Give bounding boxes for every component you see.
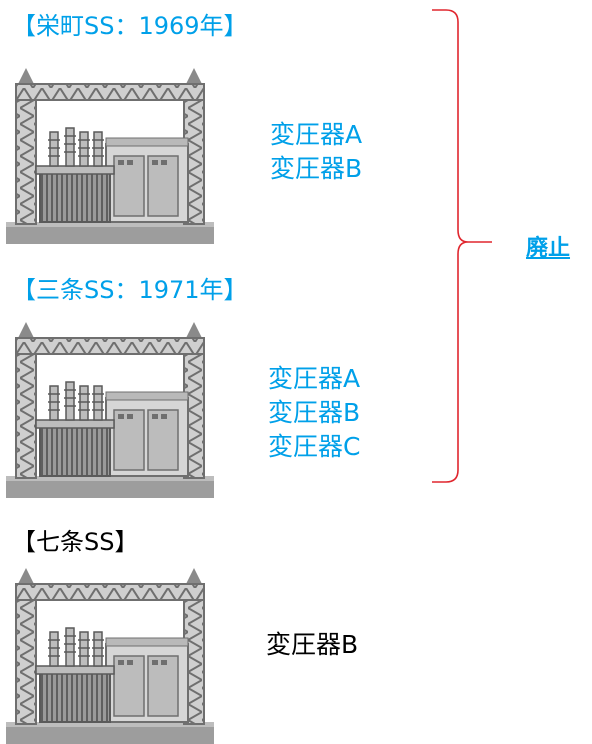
substation-title: 【七条SS】 (12, 528, 139, 556)
transformer-label: 変圧器A (270, 120, 363, 149)
transformer-label: 変圧器C (268, 432, 361, 461)
decision-label: 廃止 (526, 236, 571, 261)
transformer-label: 変圧器B (268, 398, 361, 427)
transformer-label: 変圧器B (266, 630, 359, 659)
transformer-list: 変圧器B (266, 628, 358, 662)
substation-title: 【三条SS：1971年】 (12, 276, 248, 304)
substation-icon (6, 321, 214, 498)
substation-icon (6, 67, 214, 244)
transformer-label: 変圧器B (270, 154, 363, 183)
bracket-shape (432, 9, 492, 483)
transformer-list: 変圧器A 変圧器B (270, 118, 362, 186)
transformer-label: 変圧器A (268, 364, 361, 393)
transformer-list: 変圧器A 変圧器B 変圧器C (268, 362, 360, 464)
substation-title: 【栄町SS：1969年】 (12, 12, 248, 40)
substation-icon (6, 567, 214, 744)
